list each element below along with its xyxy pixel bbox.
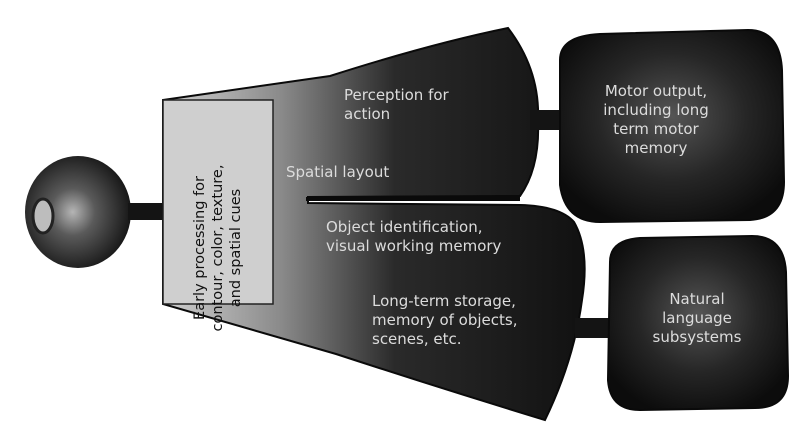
motor-output-box	[559, 28, 786, 224]
motor-output-label: Motor output, including long term motor …	[603, 82, 709, 157]
long-term-storage-label: Long-term storage, memory of objects, sc…	[372, 292, 518, 348]
natural-language-label: Natural language subsystems	[652, 290, 742, 346]
early-processing-panel	[162, 99, 274, 305]
eye-connector	[128, 203, 164, 220]
natural-language-box	[606, 234, 790, 412]
spatial-layout-label: Spatial layout	[286, 163, 390, 181]
eye-ball	[25, 156, 131, 268]
perception-for-action-label: Perception for action	[344, 86, 449, 123]
early-processing-label: Early processing for contour, color, tex…	[192, 164, 244, 332]
object-identification-label: Object identification, visual working me…	[326, 218, 502, 255]
eye-pupil	[31, 197, 55, 235]
